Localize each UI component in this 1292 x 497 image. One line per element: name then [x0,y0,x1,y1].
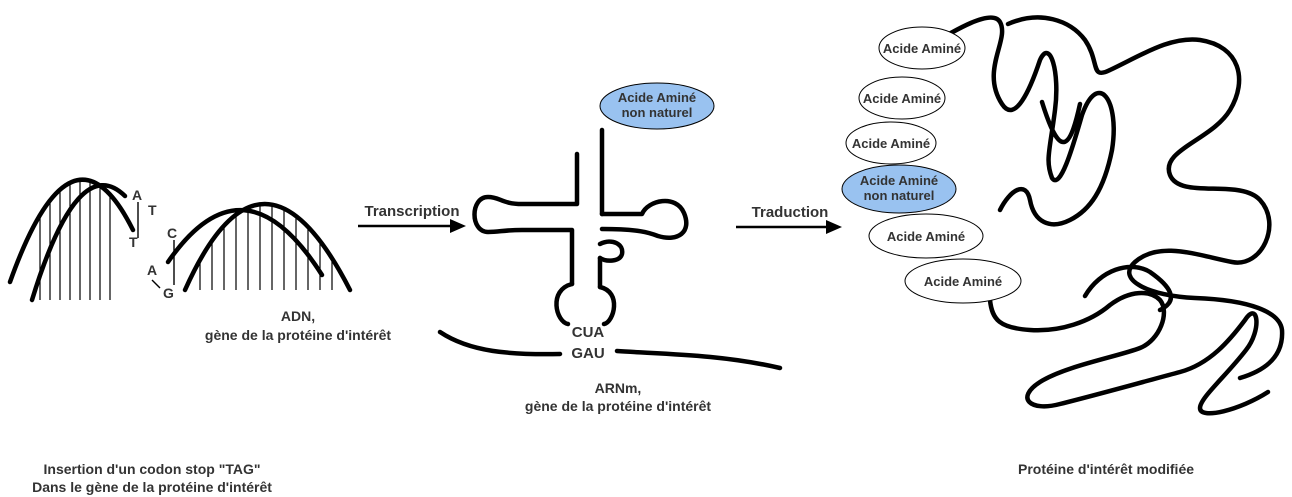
unnatural-amino-acid-ellipse [841,164,957,214]
dna-hatching-right [199,204,333,290]
dna-base-t2: T [129,234,138,250]
dna-strand-right-2 [165,208,325,278]
dna-label-line1: ADN, [281,308,315,324]
traduction-arrow [736,220,842,234]
dna-base-a1: A [132,187,142,203]
dna-label-line2: gène de la protéine d'intérêt [205,327,391,343]
traduction-label: Traduction [752,204,829,221]
amino-acid-ellipse-1 [878,26,966,70]
transcription-arrow [358,219,466,233]
amino-acid-ellipse-5 [904,258,1022,304]
amino-acid-label-5: Acide Aminé [924,274,1002,289]
amino-acid-ellipse-4 [868,213,984,259]
trna-amino-line2: non naturel [622,105,693,120]
amino-acid-label-1: Acide Aminé [883,41,961,56]
amino-acid-ellipse-2 [858,76,946,120]
dna-hatching [39,179,111,300]
trna-amino-acid-ellipse [599,82,715,130]
dna-helix: A T T C A G [7,177,353,303]
dna-strand-left-2 [29,183,128,303]
unnatural-amino-line1: Acide Aminé [860,173,938,188]
protein-chain [922,15,1271,416]
mrna-strand [437,329,783,371]
amino-acid-label-3: Acide Aminé [852,136,930,151]
amino-acid-label-2: Acide Aminé [863,91,941,106]
dna-base-t1: T [148,202,157,218]
dna-base-g: G [163,285,174,301]
dna-strand-left-1 [7,177,136,285]
transcription-label: Transcription [364,203,459,220]
step1-caption-line2: Dans le gène de la protéine d'intérêt [32,479,272,495]
dna-base-a2: A [147,262,157,278]
trna-cloverleaf [472,127,689,327]
amino-acid-ellipse-3 [845,121,937,165]
mrna-label-line1: ARNm, [595,380,642,396]
unnatural-amino-line2: non naturel [864,188,935,203]
dna-bond-g [151,279,161,289]
mrna-label-line2: gène de la protéine d'intérêt [525,398,711,414]
trna-anticodon: CUA [572,324,605,341]
dna-strand-right-1 [182,201,353,293]
step1-caption-line1: Insertion d'un codon stop "TAG" [44,461,261,477]
amino-acid-label-4: Acide Aminé [887,229,965,244]
mrna-codon: GAU [571,345,604,362]
protein-caption: Protéine d'intérêt modifiée [1018,461,1194,477]
trna-amino-line1: Acide Aminé [618,90,696,105]
dna-base-c: C [167,225,177,241]
protein-amino-acids: Acide Aminé Acide Aminé Acide Aminé Acid… [841,26,1022,304]
protein-chain-outer [1005,15,1285,381]
